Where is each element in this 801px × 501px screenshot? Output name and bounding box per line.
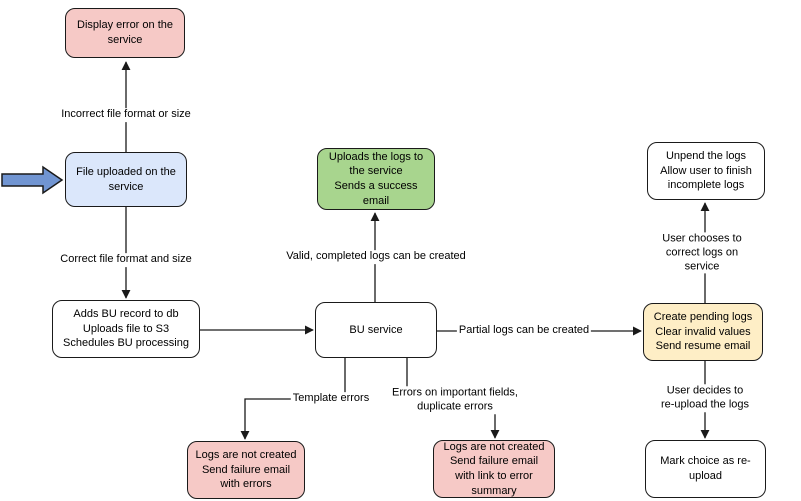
node-adds-bu-record-label: Adds BU record to db Uploads file to S3 … xyxy=(63,308,189,350)
node-mark-choice-reupload: Mark choice as re- upload xyxy=(645,440,766,498)
edge-label-field-errors: Errors on important fields, duplicate er… xyxy=(390,386,520,414)
edge-label-user-decides: User decides to re-upload the logs xyxy=(657,384,753,412)
node-display-error-label: Display error on the service xyxy=(77,19,173,46)
edge-label-correct-format: Correct file format and size xyxy=(58,253,194,267)
edge-label-template-errors: Template errors xyxy=(290,392,372,406)
edge-label-valid-logs: Valid, completed logs can be created xyxy=(284,250,468,264)
node-uploads-logs-success: Uploads the logs to the service Sends a … xyxy=(317,148,435,210)
edge-label-incorrect-format: Incorrect file format or size xyxy=(59,108,193,122)
start-arrow-icon xyxy=(1,165,64,195)
edge-label-partial-logs: Partial logs can be created xyxy=(456,324,592,338)
node-logs-not-created-template-label: Logs are not created Send failure email … xyxy=(195,449,297,491)
node-unpend-logs-label: Unpend the logs Allow user to finish inc… xyxy=(660,150,752,192)
node-logs-not-created-fields-label: Logs are not created Send failure email … xyxy=(443,440,545,497)
node-logs-not-created-template: Logs are not created Send failure email … xyxy=(187,441,305,499)
node-unpend-logs: Unpend the logs Allow user to finish inc… xyxy=(647,142,765,200)
node-adds-bu-record: Adds BU record to db Uploads file to S3 … xyxy=(52,300,200,358)
node-file-uploaded: File uploaded on the service xyxy=(65,152,187,207)
node-bu-service: BU service xyxy=(315,302,437,358)
node-logs-not-created-fields: Logs are not created Send failure email … xyxy=(433,440,555,498)
node-display-error: Display error on the service xyxy=(65,8,185,58)
node-file-uploaded-label: File uploaded on the service xyxy=(76,165,176,193)
node-create-pending-logs: Create pending logs Clear invalid values… xyxy=(643,303,763,361)
node-create-pending-logs-label: Create pending logs Clear invalid values… xyxy=(653,311,753,353)
node-uploads-logs-success-label: Uploads the logs to the service Sends a … xyxy=(328,150,424,207)
node-bu-service-label: BU service xyxy=(349,323,403,336)
node-mark-choice-reupload-label: Mark choice as re- upload xyxy=(660,455,751,482)
edge-label-user-chooses: User chooses to correct logs on service xyxy=(652,232,752,274)
